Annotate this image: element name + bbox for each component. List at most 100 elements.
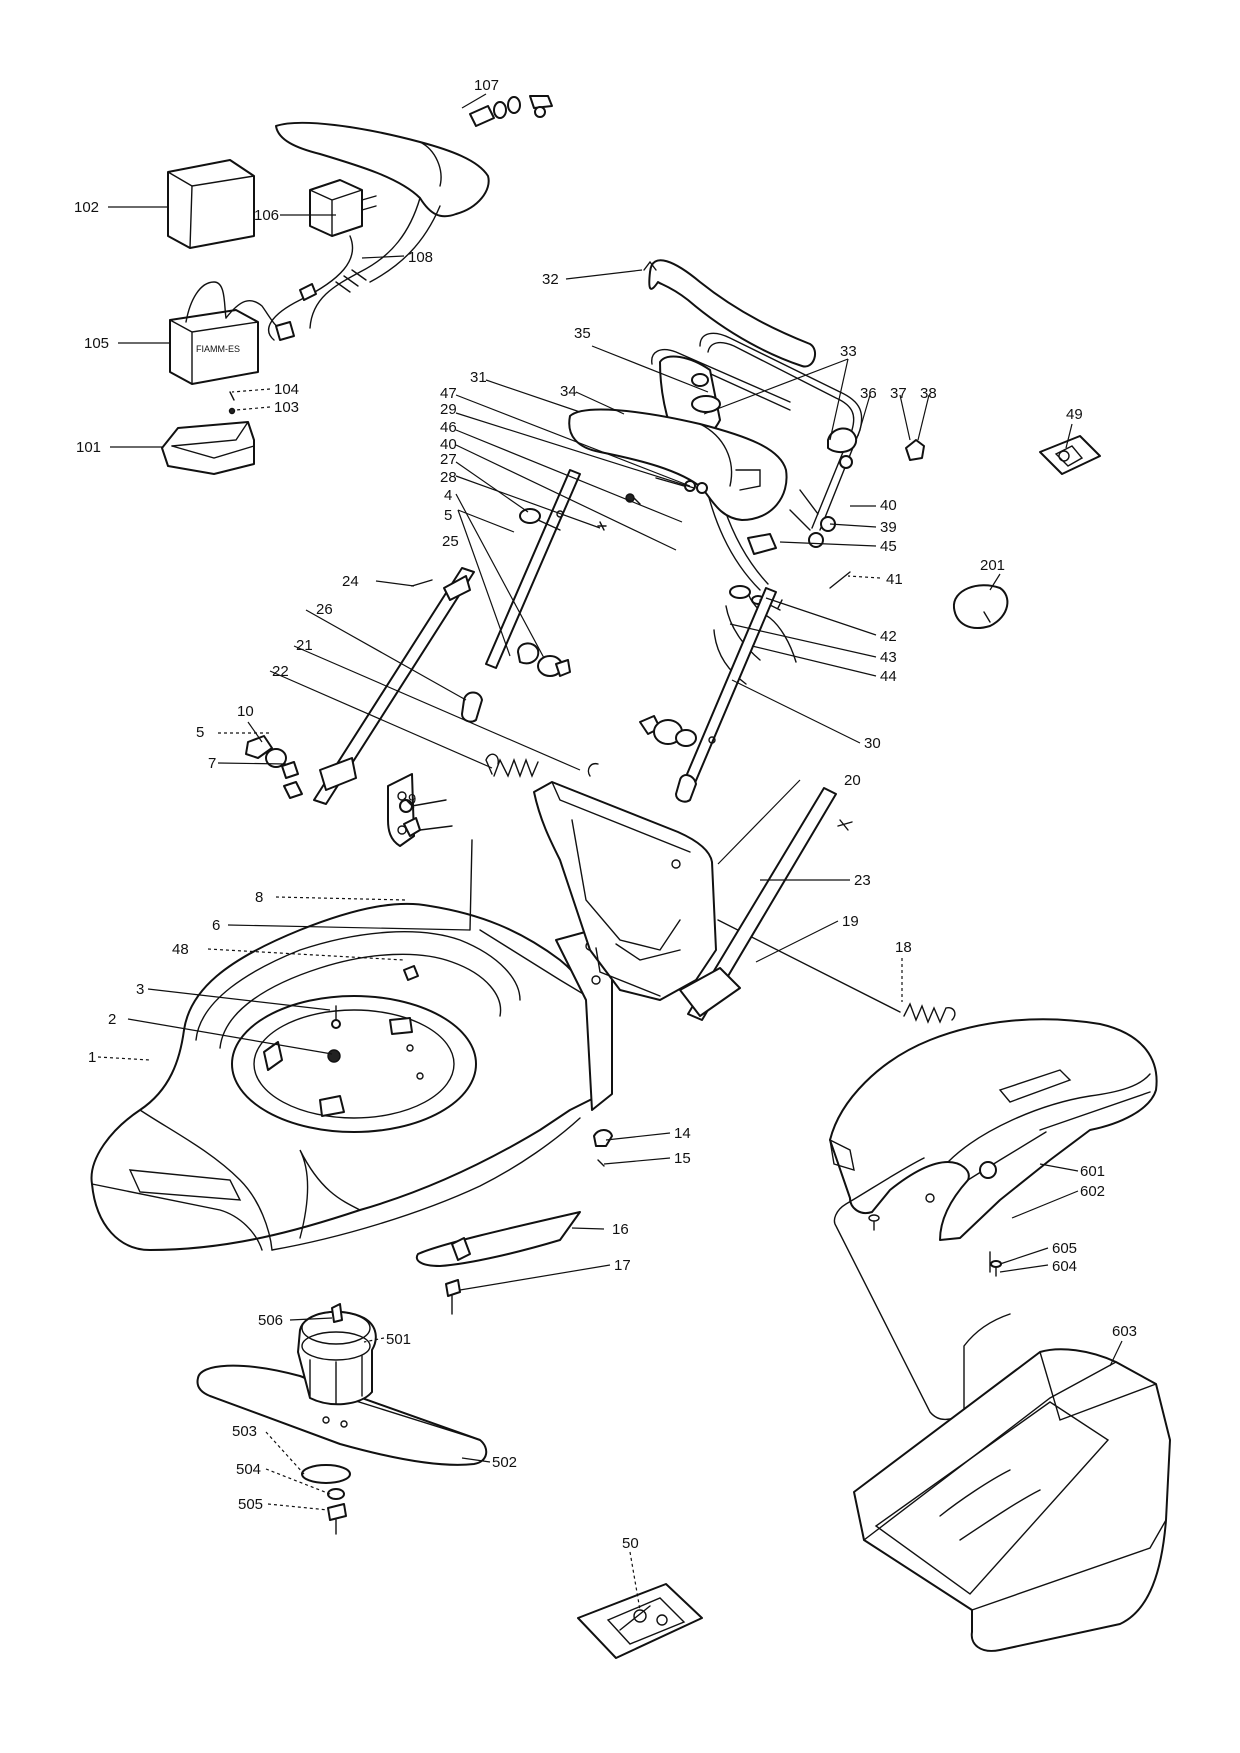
label-4: 4 (444, 487, 452, 504)
right-lower-handle (675, 587, 777, 803)
label-42: 42 (880, 628, 897, 645)
label-34: 34 (560, 383, 577, 400)
label-8: 8 (255, 889, 263, 906)
label-15: 15 (674, 1150, 691, 1167)
label-36: 36 (860, 385, 877, 402)
rear-door (533, 781, 717, 1001)
part-labels: 1 2 3 4 5 5 6 7 8 9 10 14 15 16 17 18 19… (74, 77, 1137, 1552)
knob-201 (952, 584, 1009, 629)
label-20: 20 (844, 772, 861, 789)
upper-handle-bar (643, 259, 817, 368)
label-37: 37 (890, 385, 907, 402)
leader-lines (97, 93, 1123, 1611)
tray-screw (229, 391, 235, 401)
handle-cover (568, 408, 788, 521)
eye-bolt (519, 508, 561, 531)
label-201: 201 (980, 557, 1005, 574)
label-2: 2 (108, 1011, 116, 1028)
grass-bag-frame-cover (829, 1018, 1158, 1241)
label-30: 30 (864, 735, 881, 752)
label-505: 505 (238, 1496, 263, 1513)
label-40a: 40 (440, 436, 457, 453)
left-lower-handle (485, 469, 581, 669)
label-49: 49 (1066, 406, 1083, 423)
label-10: 10 (237, 703, 254, 720)
label-22: 22 (272, 663, 289, 680)
label-29: 29 (440, 401, 457, 418)
battery-cover (167, 159, 255, 249)
deck-bolt (445, 1279, 461, 1315)
label-50: 50 (622, 1535, 639, 1552)
battery-tray (161, 421, 255, 475)
label-46: 46 (440, 419, 457, 436)
label-47: 47 (440, 385, 457, 402)
deck-bracket (415, 1211, 581, 1267)
handle-console (275, 121, 490, 329)
label-27: 27 (440, 451, 457, 468)
charger (268, 179, 377, 341)
tray-washer (228, 407, 236, 415)
label-14: 14 (674, 1125, 691, 1142)
label-43: 43 (880, 649, 897, 666)
label-41: 41 (886, 571, 903, 588)
label-105: 105 (84, 335, 109, 352)
label-7: 7 (208, 755, 216, 772)
handle-knob-set (517, 521, 607, 677)
label-107: 107 (474, 77, 499, 94)
label-605: 605 (1052, 1240, 1077, 1257)
label-32: 32 (542, 271, 559, 288)
label-504: 504 (236, 1461, 261, 1478)
label-21: 21 (296, 637, 313, 654)
grass-bag (853, 1348, 1171, 1652)
left-nuts (245, 735, 303, 799)
label-16: 16 (612, 1221, 629, 1238)
label-38: 38 (920, 385, 937, 402)
rear-spring (903, 1002, 956, 1024)
label-102: 102 (74, 199, 99, 216)
label-602: 602 (1080, 1183, 1105, 1200)
label-501: 501 (386, 1331, 411, 1348)
label-603: 603 (1112, 1323, 1137, 1340)
blade-group (196, 1303, 488, 1535)
label-106: 106 (254, 207, 279, 224)
label-39: 39 (880, 519, 897, 536)
label-502: 502 (492, 1454, 517, 1471)
battery-marking: FIAMM-ES (196, 344, 240, 354)
tube-end-cap (461, 691, 483, 723)
label-31: 31 (470, 369, 487, 386)
parts-bag-50 (577, 1583, 703, 1659)
label-6: 6 (212, 917, 220, 934)
label-108: 108 (408, 249, 433, 266)
label-9: 9 (408, 791, 416, 808)
rear-bracket (679, 787, 853, 1021)
screw-41 (829, 571, 851, 589)
label-44: 44 (880, 668, 897, 685)
control-cables (713, 585, 797, 685)
label-506: 506 (258, 1312, 283, 1329)
label-40b: 40 (880, 497, 897, 514)
label-101: 101 (76, 439, 101, 456)
label-23: 23 (854, 872, 871, 889)
label-28: 28 (440, 469, 457, 486)
label-33: 33 (840, 343, 857, 360)
grass-bag-wire-frame (833, 1157, 1011, 1420)
frame-screws (868, 1214, 1002, 1277)
label-604: 604 (1052, 1258, 1077, 1275)
label-104: 104 (274, 381, 299, 398)
mower-deck (90, 773, 613, 1251)
rear-door-spring (485, 753, 599, 778)
label-5a: 5 (444, 507, 452, 524)
label-45: 45 (880, 538, 897, 555)
label-3: 3 (136, 981, 144, 998)
label-503: 503 (232, 1423, 257, 1440)
parts-bag-49 (1039, 435, 1101, 475)
handle-knob-set-right (639, 715, 697, 747)
label-17: 17 (614, 1257, 631, 1274)
label-48: 48 (172, 941, 189, 958)
label-1: 1 (88, 1049, 96, 1066)
label-35: 35 (574, 325, 591, 342)
label-601: 601 (1080, 1163, 1105, 1180)
battery: FIAMM-ES (169, 281, 317, 385)
left-handle-bracket (313, 567, 475, 805)
cable-clip (593, 1129, 613, 1167)
